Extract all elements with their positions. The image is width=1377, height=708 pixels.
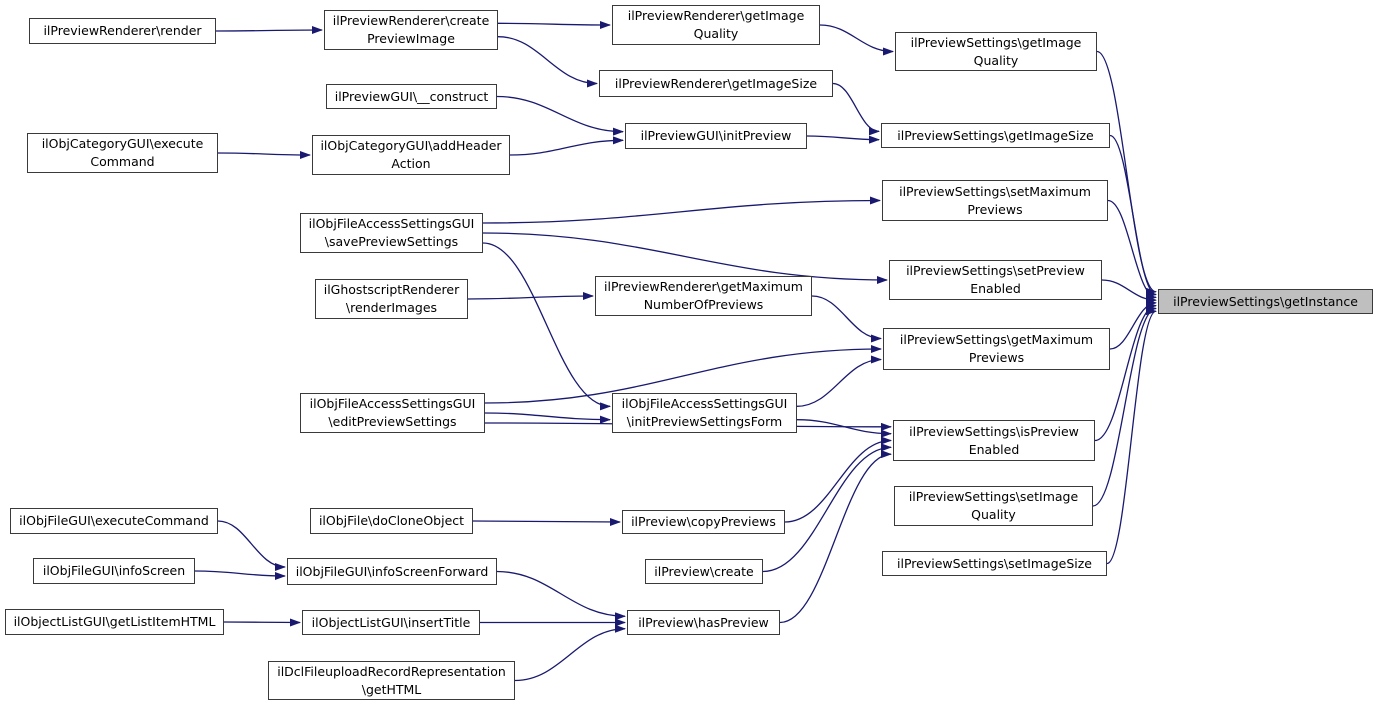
edge-init-preview-to-get-image-size	[806, 135, 880, 144]
edge-init-preview-settings-form-to-get-maximum-previews	[796, 355, 882, 407]
edge-get-image-quality-to-get-instance	[1096, 50, 1157, 296]
node-label: ilPreviewSettings\setPreview Enabled	[906, 263, 1085, 296]
edge-file-execute-command-to-info-screen-forward	[217, 520, 286, 571]
node-info-screen-forward[interactable]: ilObjFileGUI\infoScreenForward	[287, 558, 497, 585]
node-label: ilPreviewSettings\setMaximum Previews	[899, 183, 1091, 217]
edge-set-image-size-to-get-instance	[1106, 307, 1157, 565]
edge-render-to-create-preview-image	[215, 26, 323, 35]
node-set-image-quality[interactable]: ilPreviewSettings\setImage Quality	[894, 486, 1093, 526]
node-get-image-quality[interactable]: ilPreviewSettings\getImage Quality	[895, 32, 1097, 71]
node-init-preview[interactable]: ilPreviewGUI\initPreview	[625, 123, 807, 149]
node-insert-title[interactable]: ilObjectListGUI\insertTitle	[302, 610, 480, 635]
focus-node-get-instance[interactable]: ilPreviewSettings\getInstance	[1158, 289, 1373, 314]
node-create-preview-image[interactable]: ilPreviewRenderer\create PreviewImage	[324, 10, 498, 50]
node-get-list-item-html[interactable]: ilObjectListGUI\getListItemHTML	[5, 609, 224, 635]
node-label: ilPreviewSettings\setImageSize	[897, 555, 1092, 571]
node-label: ilPreviewRenderer\getImageSize	[614, 75, 818, 91]
edge-renderer-get-image-size-to-get-image-size	[832, 82, 880, 136]
node-label: ilPreviewGUI\initPreview	[640, 128, 792, 144]
edge-dcl-get-html-to-has-preview	[514, 624, 626, 682]
node-label: ilPreviewGUI\__construct	[334, 88, 489, 104]
node-label: ilGhostscriptRenderer \renderImages	[323, 282, 460, 315]
node-category-execute-command[interactable]: ilObjCategoryGUI\execute Command	[27, 133, 218, 173]
edge-save-preview-settings-to-init-preview-settings-form	[482, 242, 611, 411]
edge-create-preview-image-to-renderer-get-image-size	[497, 36, 598, 88]
node-label: ilPreviewSettings\getImage Quality	[910, 34, 1082, 68]
node-label: ilPreviewRenderer\render	[43, 23, 202, 39]
edge-edit-preview-settings-to-init-preview-settings-form	[484, 412, 611, 424]
node-label: ilObjFileGUI\infoScreenForward	[295, 563, 489, 579]
edge-create-to-is-preview-enabled	[762, 443, 892, 573]
edge-copy-previews-to-is-preview-enabled	[784, 436, 892, 523]
node-label: ilObjFileAccessSettingsGUI \initPreviewS…	[621, 396, 788, 429]
node-get-maximum-number-of-previews[interactable]: ilPreviewRenderer\getMaximum NumberOfPre…	[595, 276, 812, 316]
node-file-execute-command[interactable]: ilObjFileGUI\executeCommand	[10, 508, 218, 534]
edge-init-preview-settings-form-to-is-preview-enabled	[796, 419, 892, 438]
node-label: ilPreviewRenderer\getImage Quality	[627, 8, 805, 41]
node-label: ilPreviewSettings\getImageSize	[897, 127, 1094, 143]
node-label: ilPreview\hasPreview	[638, 614, 769, 630]
node-label: ilPreviewSettings\isPreview Enabled	[909, 423, 1079, 457]
edge-has-preview-to-is-preview-enabled	[779, 450, 892, 624]
node-renderer-get-image-quality[interactable]: ilPreviewRenderer\getImage Quality	[612, 5, 820, 45]
edge-set-image-quality-to-get-instance	[1092, 304, 1157, 507]
edge-get-maximum-number-of-previews-to-get-maximum-previews	[811, 295, 882, 343]
edge-renderer-get-image-quality-to-get-image-quality	[819, 24, 894, 56]
edge-set-maximum-previews-to-get-instance	[1107, 199, 1157, 302]
edge-preview-gui-construct-to-init-preview	[496, 95, 624, 136]
node-is-preview-enabled[interactable]: ilPreviewSettings\isPreview Enabled	[893, 420, 1095, 461]
node-label: ilObjFileAccessSettingsGUI \savePreviewS…	[308, 216, 475, 249]
edge-info-screen-forward-to-has-preview	[496, 570, 626, 621]
node-render[interactable]: ilPreviewRenderer\render	[29, 18, 216, 44]
node-preview-gui-construct[interactable]: ilPreviewGUI\__construct	[326, 84, 497, 109]
node-label: ilObjFileGUI\infoScreen	[42, 563, 186, 579]
node-label: ilPreviewRenderer\getMaximum NumberOfPre…	[604, 279, 803, 312]
edge-add-header-action-to-init-preview	[509, 136, 624, 156]
node-label: ilObjFileAccessSettingsGUI \editPreviewS…	[309, 396, 476, 429]
node-label: ilDclFileuploadRecordRepresentation \get…	[277, 663, 506, 697]
node-has-preview[interactable]: ilPreview\hasPreview	[627, 610, 780, 635]
edge-edit-preview-settings-to-get-maximum-previews	[484, 345, 882, 404]
node-label: ilObjectListGUI\insertTitle	[311, 614, 471, 630]
node-init-preview-settings-form[interactable]: ilObjFileAccessSettingsGUI \initPreviewS…	[612, 393, 797, 433]
edge-category-execute-command-to-add-header-action	[217, 150, 311, 159]
node-label: ilPreviewSettings\setImage Quality	[908, 489, 1079, 522]
node-dcl-get-html[interactable]: ilDclFileuploadRecordRepresentation \get…	[268, 661, 515, 700]
node-do-clone-object[interactable]: ilObjFile\doCloneObject	[310, 508, 473, 534]
node-label: ilObjFile\doCloneObject	[318, 513, 465, 529]
node-label: ilObjCategoryGUI\execute Command	[41, 136, 204, 169]
node-add-header-action[interactable]: ilObjCategoryGUI\addHeader Action	[312, 135, 510, 175]
node-renderer-get-image-size[interactable]: ilPreviewRenderer\getImageSize	[599, 70, 833, 97]
edge-save-preview-settings-to-set-maximum-previews	[482, 196, 881, 224]
node-set-image-size[interactable]: ilPreviewSettings\setImageSize	[882, 551, 1107, 576]
node-render-images[interactable]: ilGhostscriptRenderer \renderImages	[315, 279, 468, 319]
node-get-image-size[interactable]: ilPreviewSettings\getImageSize	[881, 123, 1110, 148]
node-label: ilObjCategoryGUI\addHeader Action	[320, 138, 502, 171]
node-create[interactable]: ilPreview\create	[645, 559, 763, 584]
node-get-maximum-previews[interactable]: ilPreviewSettings\getMaximum Previews	[883, 328, 1110, 370]
edge-do-clone-object-to-copy-previews	[472, 517, 621, 526]
edge-is-preview-enabled-to-get-instance	[1094, 301, 1157, 442]
node-set-maximum-previews[interactable]: ilPreviewSettings\setMaximum Previews	[882, 180, 1108, 221]
node-info-screen[interactable]: ilObjFileGUI\infoScreen	[33, 558, 195, 584]
edge-info-screen-to-info-screen-forward	[194, 570, 286, 580]
node-label: ilPreviewRenderer\create PreviewImage	[332, 13, 490, 46]
node-label: ilPreview\copyPreviews	[631, 514, 776, 530]
node-set-preview-enabled[interactable]: ilPreviewSettings\setPreview Enabled	[889, 260, 1102, 300]
edge-create-preview-image-to-renderer-get-image-quality	[497, 20, 611, 29]
node-label: ilObjectListGUI\getListItemHTML	[13, 614, 216, 630]
node-label: ilPreviewSettings\getMaximum Previews	[899, 332, 1094, 365]
edge-render-images-to-get-maximum-number-of-previews	[467, 292, 594, 301]
edge-get-image-size-to-get-instance	[1109, 134, 1157, 299]
node-label: ilPreview\create	[654, 563, 754, 579]
node-edit-preview-settings[interactable]: ilObjFileAccessSettingsGUI \editPreviewS…	[300, 393, 485, 433]
edge-get-list-item-html-to-insert-title	[223, 618, 301, 627]
node-label: ilPreviewSettings\getInstance	[1173, 293, 1358, 309]
node-save-preview-settings[interactable]: ilObjFileAccessSettingsGUI \savePreviewS…	[300, 213, 483, 253]
node-label: ilObjFileGUI\executeCommand	[19, 513, 209, 529]
node-copy-previews[interactable]: ilPreview\copyPreviews	[622, 510, 785, 534]
edge-save-preview-settings-to-set-preview-enabled	[482, 232, 888, 284]
